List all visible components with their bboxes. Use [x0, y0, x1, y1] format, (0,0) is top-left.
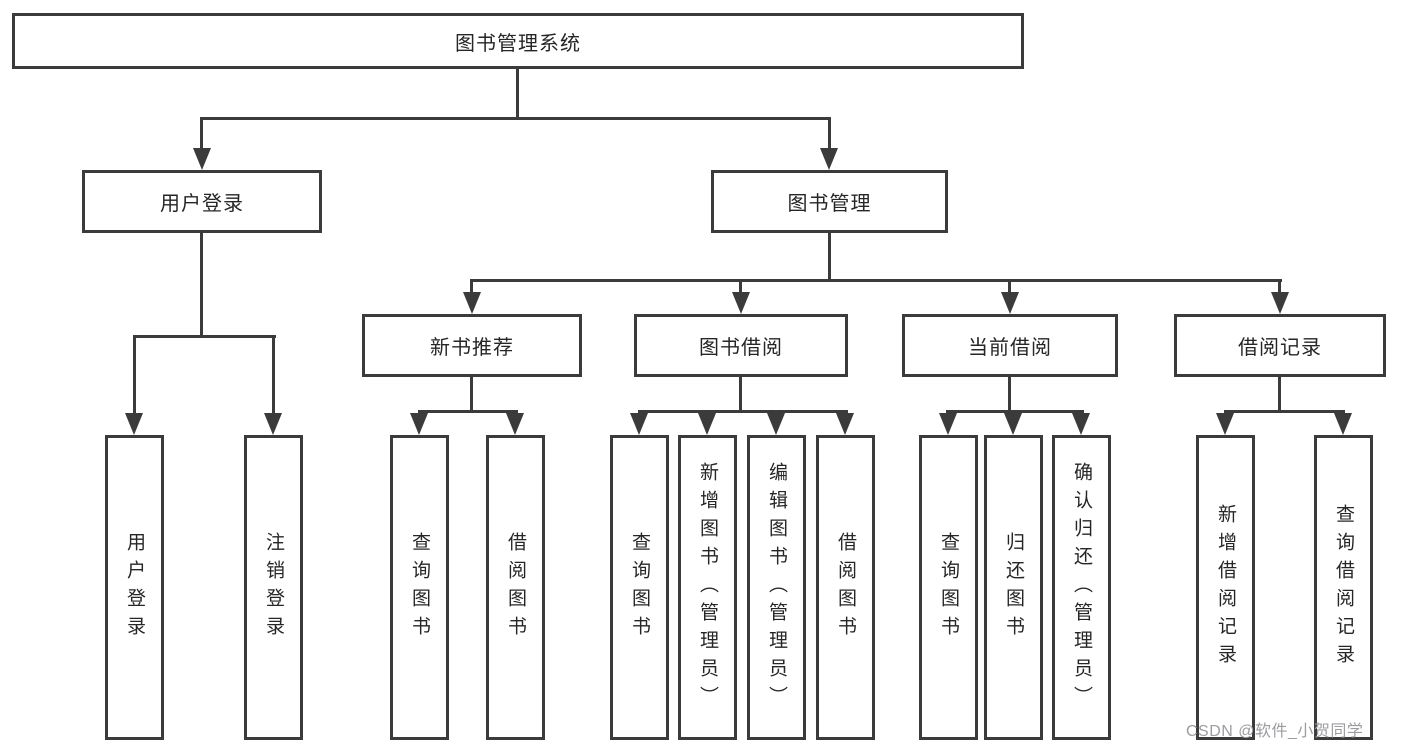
leaf-bb-query-books-label: 查询图书 [629, 531, 650, 644]
arrowhead [193, 148, 211, 170]
leaf-nb-borrow-books: 借阅图书 [486, 435, 545, 740]
leaf-bb-edit-books-label: 编辑图书（管理员） [766, 461, 787, 714]
connector-level2-bar [200, 117, 831, 120]
node-new-book-recommend: 新书推荐 [362, 314, 582, 377]
arrowhead [698, 413, 716, 435]
node-user-login-label: 用户登录 [160, 193, 244, 215]
connector-current-borrow-drop [1008, 377, 1011, 410]
arrowhead [1001, 292, 1019, 314]
connector-stem [828, 120, 831, 152]
leaf-br-add-record: 新增借阅记录 [1196, 435, 1255, 740]
leaf-cb-query-books-label: 查询图书 [938, 531, 959, 644]
arrowhead [1072, 413, 1090, 435]
arrowhead [1004, 413, 1022, 435]
arrowhead [506, 413, 524, 435]
connector-stem [272, 338, 275, 416]
node-book-borrow: 图书借阅 [634, 314, 848, 377]
leaf-nb-borrow-books-label: 借阅图书 [505, 531, 526, 644]
connector-stem [739, 282, 742, 296]
leaf-br-query-record: 查询借阅记录 [1314, 435, 1373, 740]
arrowhead [264, 413, 282, 435]
leaf-cb-query-books: 查询图书 [919, 435, 978, 740]
arrowhead [1271, 292, 1289, 314]
connector-new-book-bar [418, 410, 518, 413]
arrowhead [1334, 413, 1352, 435]
leaf-nb-query-books: 查询图书 [390, 435, 449, 740]
leaf-cb-return-books-label: 归还图书 [1003, 531, 1024, 644]
connector-book-mgmt-drop [828, 233, 831, 282]
watermark: CSDN @软件_小贺同学 [1186, 723, 1364, 740]
arrowhead [630, 413, 648, 435]
leaf-bb-query-books: 查询图书 [610, 435, 669, 740]
arrowhead [410, 413, 428, 435]
node-current-borrow: 当前借阅 [902, 314, 1118, 377]
node-new-book-recommend-label: 新书推荐 [430, 337, 514, 359]
arrowhead [836, 413, 854, 435]
connector-borrow-record-drop [1278, 377, 1281, 410]
node-root: 图书管理系统 [12, 13, 1024, 69]
connector-stem [1278, 282, 1281, 296]
arrowhead [463, 292, 481, 314]
leaf-br-query-record-label: 查询借阅记录 [1333, 503, 1354, 672]
connector-stem [133, 338, 136, 416]
arrowhead [939, 413, 957, 435]
connector-book-borrow-bar [638, 410, 848, 413]
arrowhead [767, 413, 785, 435]
leaf-cb-confirm-return-label: 确认归还（管理员） [1071, 461, 1092, 714]
leaf-user-login-label: 用户登录 [124, 531, 145, 644]
node-user-login: 用户登录 [82, 170, 322, 233]
node-book-management-label: 图书管理 [787, 193, 872, 215]
node-root-label: 图书管理系统 [455, 32, 581, 55]
leaf-bb-add-books-label: 新增图书（管理员） [697, 461, 718, 714]
leaf-br-add-record-label: 新增借阅记录 [1215, 503, 1236, 672]
node-book-management: 图书管理 [711, 170, 948, 233]
connector-borrow-record-bar [1224, 410, 1345, 413]
node-borrow-record-label: 借阅记录 [1238, 337, 1322, 359]
leaf-nb-query-books-label: 查询图书 [409, 531, 430, 644]
arrowhead [820, 148, 838, 170]
arrowhead [125, 413, 143, 435]
connector-user-login-drop [200, 233, 203, 338]
leaf-bb-edit-books: 编辑图书（管理员） [747, 435, 806, 740]
leaf-logout-label: 注销登录 [263, 531, 284, 644]
connector-current-borrow-bar [946, 410, 1084, 413]
node-current-borrow-label: 当前借阅 [968, 337, 1052, 359]
leaf-bb-borrow-books-label: 借阅图书 [835, 531, 856, 644]
node-book-borrow-label: 图书借阅 [699, 337, 783, 359]
arrowhead [1216, 413, 1234, 435]
connector-stem [1008, 282, 1011, 296]
leaf-cb-confirm-return: 确认归还（管理员） [1052, 435, 1111, 740]
connector-root-drop [516, 69, 519, 119]
leaf-bb-add-books: 新增图书（管理员） [678, 435, 737, 740]
connector-new-book-drop [470, 377, 473, 410]
connector-stem [470, 282, 473, 296]
connector-level3-bar [470, 279, 1282, 282]
leaf-bb-borrow-books: 借阅图书 [816, 435, 875, 740]
leaf-cb-return-books: 归还图书 [984, 435, 1043, 740]
leaf-logout: 注销登录 [244, 435, 303, 740]
connector-stem [200, 120, 203, 152]
arrowhead [732, 292, 750, 314]
connector-user-login-bar [133, 335, 276, 338]
leaf-user-login: 用户登录 [105, 435, 164, 740]
connector-book-borrow-drop [739, 377, 742, 410]
node-borrow-record: 借阅记录 [1174, 314, 1386, 377]
